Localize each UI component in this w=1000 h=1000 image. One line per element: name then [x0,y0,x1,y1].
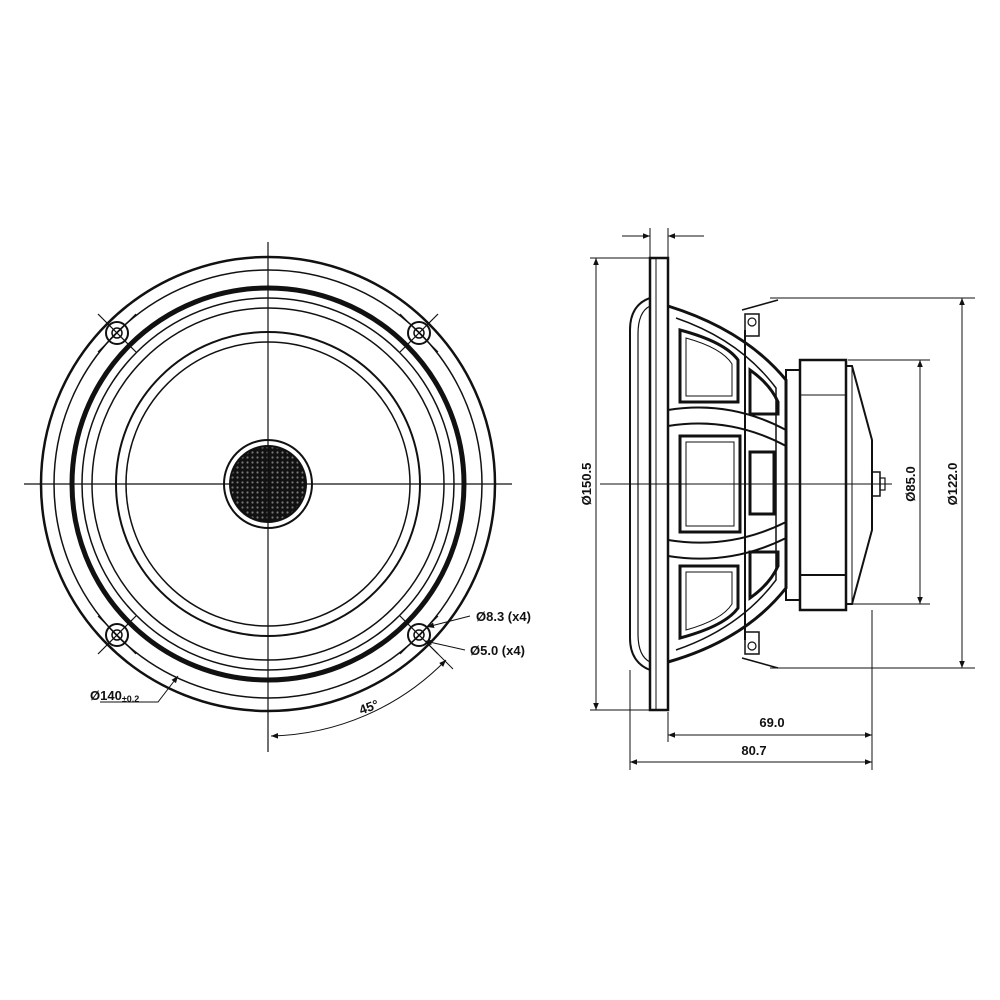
hole-diameter-callout: Ø8.3 (x4) Ø5.0 (x4) [424,609,531,658]
bolt-circle-tolerance: ±0.2 [122,694,139,704]
hole-inner-diameter-label: Ø5.0 (x4) [470,643,525,658]
bolt-circle-callout: Ø140±0.2 [90,675,179,704]
angle-dimension: 45° [270,642,454,739]
total-depth-label: 80.7 [741,743,766,758]
side-view: Ø150.5 Ø85.0 Ø122.0 69.0 80.7 [579,228,975,770]
total-depth-dimension: 80.7 [629,670,872,770]
outer-diameter-dimension: Ø150.5 [579,257,650,711]
terminal-bottom [741,631,779,669]
depth-dimension: 69.0 [667,610,873,770]
front-view: Ø8.3 (x4) Ø5.0 (x4) Ø140±0.2 45° [24,242,531,752]
outer-diameter-label: Ø150.5 [579,463,594,506]
flange-thickness-dimension [622,228,704,258]
basket-diameter-dimension: Ø122.0 [770,297,975,669]
depth-label: 69.0 [759,715,784,730]
terminal-top [741,299,779,337]
hole-diameter-label: Ø8.3 (x4) [476,609,531,624]
basket-diameter-label: Ø122.0 [945,463,960,506]
mount-hole-bottom-left [97,615,137,655]
mount-hole-top-left [97,313,137,353]
angle-label: 45° [357,697,381,718]
magnet-diameter-label: Ø85.0 [903,466,918,501]
magnet-diameter-dimension: Ø85.0 [848,359,930,605]
magnet [785,358,886,612]
bolt-circle-label: Ø140±0.2 [90,688,139,704]
mount-hole-top-right [399,313,439,353]
